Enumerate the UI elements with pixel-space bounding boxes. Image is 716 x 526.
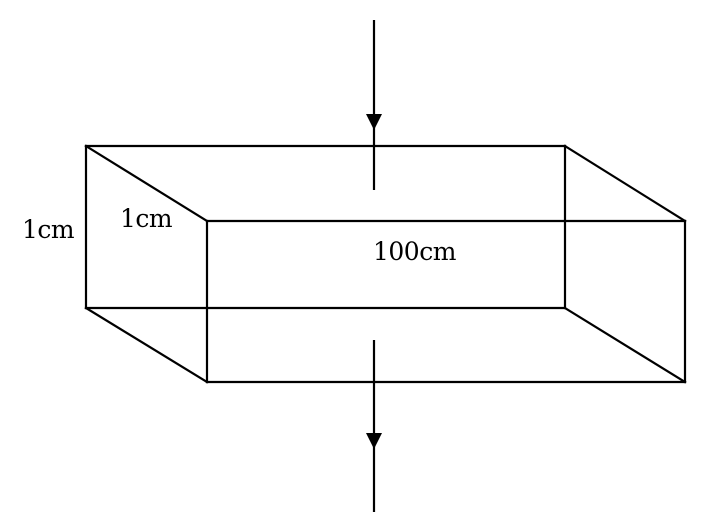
length-label: 100cm [373, 237, 457, 266]
depth-edges [84, 144, 687, 384]
depth-edge-bottom-left [84, 306, 209, 384]
top-arrowhead [366, 114, 382, 130]
arrow-down-icon [366, 340, 382, 512]
depth-edge-bottom-right [563, 306, 687, 384]
back-face [84, 144, 567, 310]
depth-label: 1cm [120, 204, 173, 233]
arrow-down-icon [366, 20, 382, 190]
front-face [205, 219, 687, 384]
depth-edge-top-right [563, 144, 687, 223]
depth-edge-top-left [84, 144, 209, 223]
bottom-arrowhead [366, 433, 382, 449]
height-label: 1cm [22, 215, 75, 244]
